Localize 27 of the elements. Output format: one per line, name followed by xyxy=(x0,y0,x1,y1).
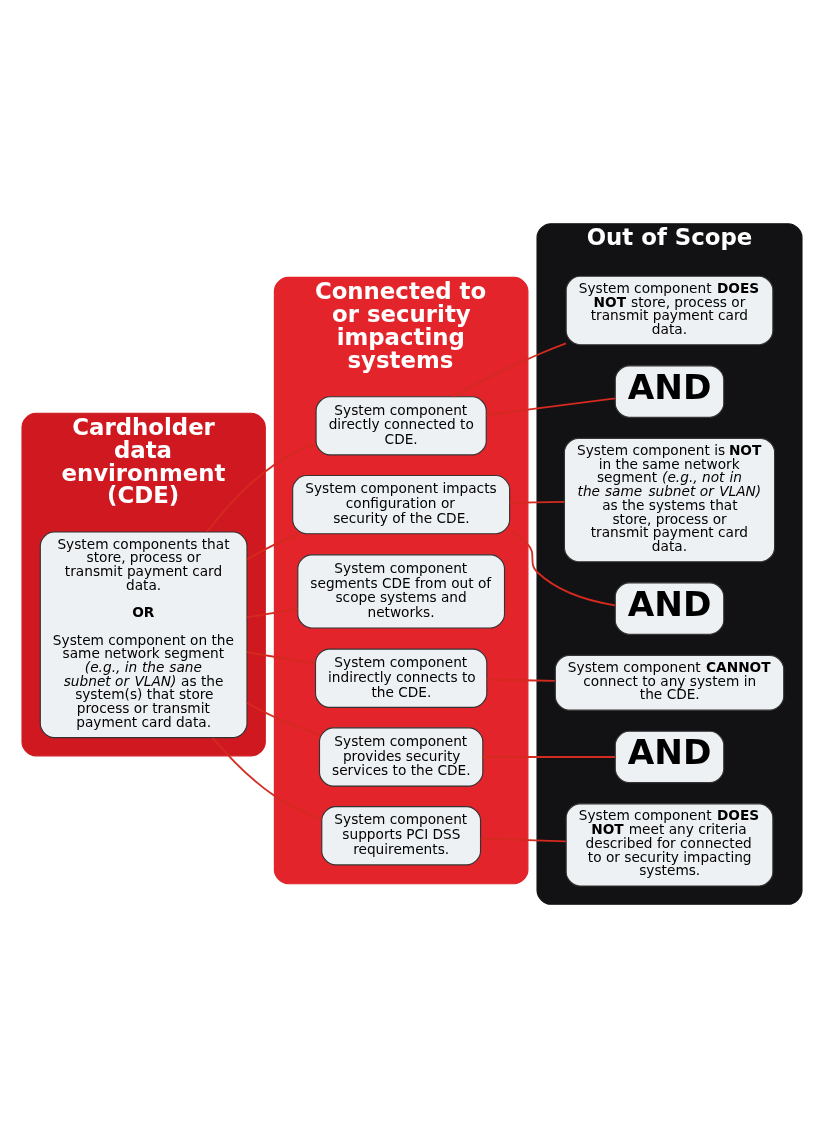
node-box: System component provides security services to the CDE. xyxy=(318,727,484,787)
connector xyxy=(246,702,321,736)
connector xyxy=(485,678,556,682)
connector xyxy=(479,837,567,843)
node-box: System components that store, process or transmit payment card data. OR System component on the same network segment (e.g., in the sane subnet or VLAN) as the system(s) that store process or transmit payment card data. xyxy=(39,531,248,739)
node-box: System component segments CDE from out of scope systems and networks. xyxy=(297,554,506,629)
node-box: System component is NOT in the same network segment (e.g., not in the same subnet or VLAN) as the systems that store, process or transmit payment card data. xyxy=(563,437,776,563)
connector xyxy=(481,756,616,758)
connector xyxy=(246,532,300,561)
connector xyxy=(485,397,617,416)
node-box: System component impacts configuration or security of the CDE. xyxy=(292,474,511,535)
node-box: System component supports PCI DSS requirements. xyxy=(321,806,482,866)
node-box: System component directly connected to CDE. xyxy=(315,396,487,456)
connector xyxy=(508,500,566,504)
connector xyxy=(508,529,616,607)
node-box: AND xyxy=(614,365,725,418)
connector xyxy=(206,442,317,533)
node-box: AND xyxy=(614,730,725,784)
node-box: AND xyxy=(614,582,725,635)
node-box: System component CANNOT connect to any system in the CDE. xyxy=(554,654,785,711)
connector xyxy=(246,651,317,665)
connector xyxy=(246,607,299,619)
connector xyxy=(211,737,323,820)
node-box: System component DOES NOT meet any criteria described for connected to or security impacting systems. xyxy=(565,803,774,887)
node-box: System component indirectly connects to the CDE. xyxy=(314,648,488,708)
connector xyxy=(452,342,567,398)
node-box: System component DOES NOT store, process or transmit payment card data. xyxy=(565,275,774,346)
